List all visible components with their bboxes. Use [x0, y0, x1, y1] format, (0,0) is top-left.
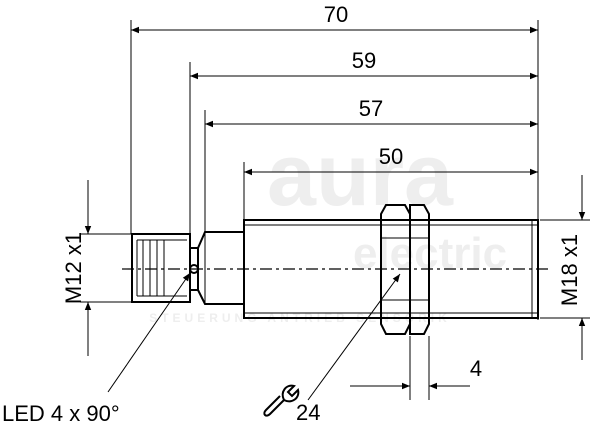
dim-overall-length: 70 [324, 2, 348, 27]
dimension-50: 50 [244, 144, 538, 176]
dim-thread-length: 50 [379, 144, 403, 169]
hex-nut-left [380, 204, 411, 335]
dim-threaded-body-length: 57 [359, 96, 383, 121]
led-callout: LED 4 x 90° [2, 272, 191, 426]
thread-connector-label: M12 x1 [61, 232, 86, 304]
wrench-icon [263, 384, 300, 417]
dimension-57: 57 [205, 96, 538, 128]
connector-plug [131, 233, 191, 303]
led-label: LED 4 x 90° [2, 401, 120, 426]
dimension-m18: M18 x1 [557, 175, 586, 360]
dimension-m12: M12 x1 [61, 180, 92, 356]
dimension-nut-width: 4 [350, 356, 482, 390]
wrench-callout: 24 [263, 273, 401, 425]
dimension-59: 59 [190, 48, 538, 80]
dim-nut-width: 4 [470, 356, 482, 381]
sensor-outline [122, 204, 552, 335]
hex-nut-right [409, 204, 430, 335]
dimension-70: 70 [131, 2, 538, 34]
thread-body-label: M18 x1 [557, 234, 582, 306]
dim-housing-length: 59 [352, 48, 376, 73]
wrench-size-label: 24 [296, 400, 320, 425]
